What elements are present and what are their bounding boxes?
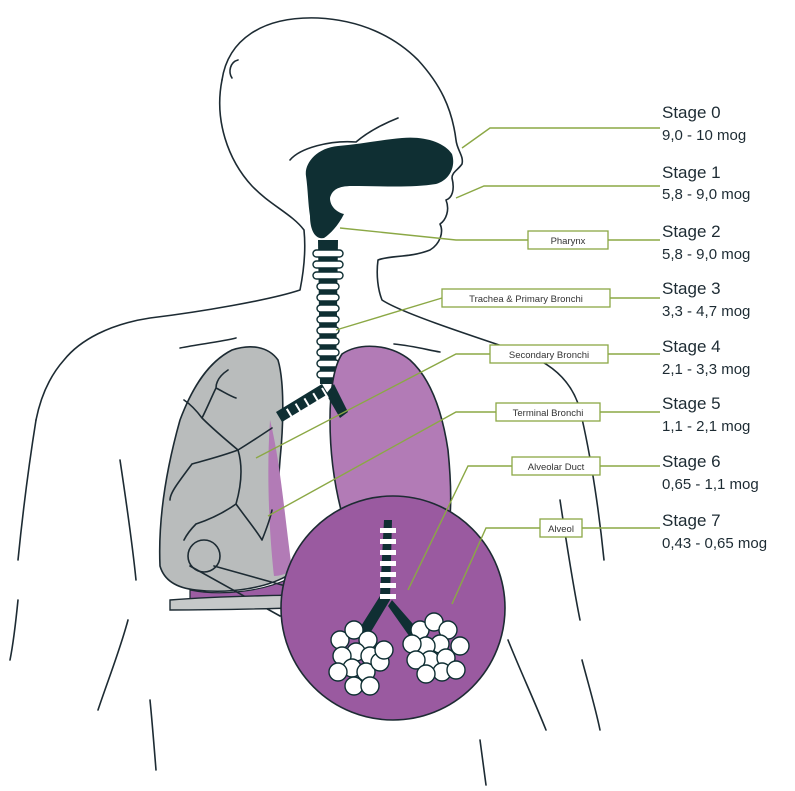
label-alveol: Alveol <box>540 519 582 537</box>
stage-1-range: 5,8 - 9,0 mog <box>662 186 750 203</box>
stage-0-range: 9,0 - 10 mog <box>662 127 746 144</box>
trachea-ring <box>317 349 339 356</box>
left-lung <box>160 347 292 602</box>
trachea-ring <box>317 294 339 301</box>
stage-4-range: 2,1 - 3,3 mog <box>662 361 750 378</box>
trachea-ring <box>313 250 343 257</box>
stage-2-range: 5,8 - 9,0 mog <box>662 246 750 263</box>
alveolus <box>403 635 421 653</box>
label-duct-text: Alveolar Duct <box>528 462 585 473</box>
stage-4-title: Stage 4 <box>662 337 721 356</box>
trachea-ring <box>317 338 339 345</box>
alveolus <box>375 641 393 659</box>
trachea-ring <box>317 283 339 290</box>
label-secondary-text: Secondary Bronchi <box>509 350 589 361</box>
duct-stripe <box>380 528 396 533</box>
stage-5-range: 1,1 - 2,1 mog <box>662 418 750 435</box>
label-trachea: Trachea & Primary Bronchi <box>442 289 610 307</box>
alveolus <box>447 661 465 679</box>
stage-1-title: Stage 1 <box>662 163 721 182</box>
alveolus <box>329 663 347 681</box>
duct-stripe <box>380 539 396 544</box>
oral-pharynx <box>306 138 453 239</box>
stage-3-title: Stage 3 <box>662 279 721 298</box>
duct-stripe <box>380 594 396 599</box>
label-terminal-text: Terminal Bronchi <box>513 408 584 419</box>
stage-3-range: 3,3 - 4,7 mog <box>662 303 750 320</box>
label-alveol-text: Alveol <box>548 524 574 535</box>
bronchus-left <box>276 384 328 422</box>
trachea-ring <box>313 272 343 279</box>
trachea-ring <box>317 305 339 312</box>
label-pharynx: Pharynx <box>528 231 608 249</box>
stage-6-title: Stage 6 <box>662 452 721 471</box>
trachea-ring <box>317 327 339 334</box>
duct-stripe <box>380 561 396 566</box>
trachea-ring <box>317 316 339 323</box>
stage-list: Stage 0 9,0 - 10 mog Stage 1 5,8 - 9,0 m… <box>662 103 767 552</box>
alveolus <box>361 677 379 695</box>
label-secondary-bronchi: Secondary Bronchi <box>490 345 608 363</box>
duct-stripe <box>380 572 396 577</box>
stage-7-range: 0,43 - 0,65 mog <box>662 535 767 552</box>
label-terminal-bronchi: Terminal Bronchi <box>496 403 600 421</box>
magnified-alveoli <box>281 496 505 720</box>
alveolus <box>417 665 435 683</box>
stage-5-title: Stage 5 <box>662 394 721 413</box>
alveolus <box>451 637 469 655</box>
trachea-ring <box>313 261 343 268</box>
stage-6-range: 0,65 - 1,1 mog <box>662 476 759 493</box>
label-trachea-text: Trachea & Primary Bronchi <box>469 294 583 305</box>
stage-2-title: Stage 2 <box>662 222 721 241</box>
alveolus <box>345 677 363 695</box>
duct-stripe <box>380 550 396 555</box>
stage-0-title: Stage 0 <box>662 103 721 122</box>
label-pharynx-text: Pharynx <box>551 236 586 247</box>
stage-7-title: Stage 7 <box>662 511 721 530</box>
label-alveolar-duct: Alveolar Duct <box>512 457 600 475</box>
duct-stripe <box>380 583 396 588</box>
